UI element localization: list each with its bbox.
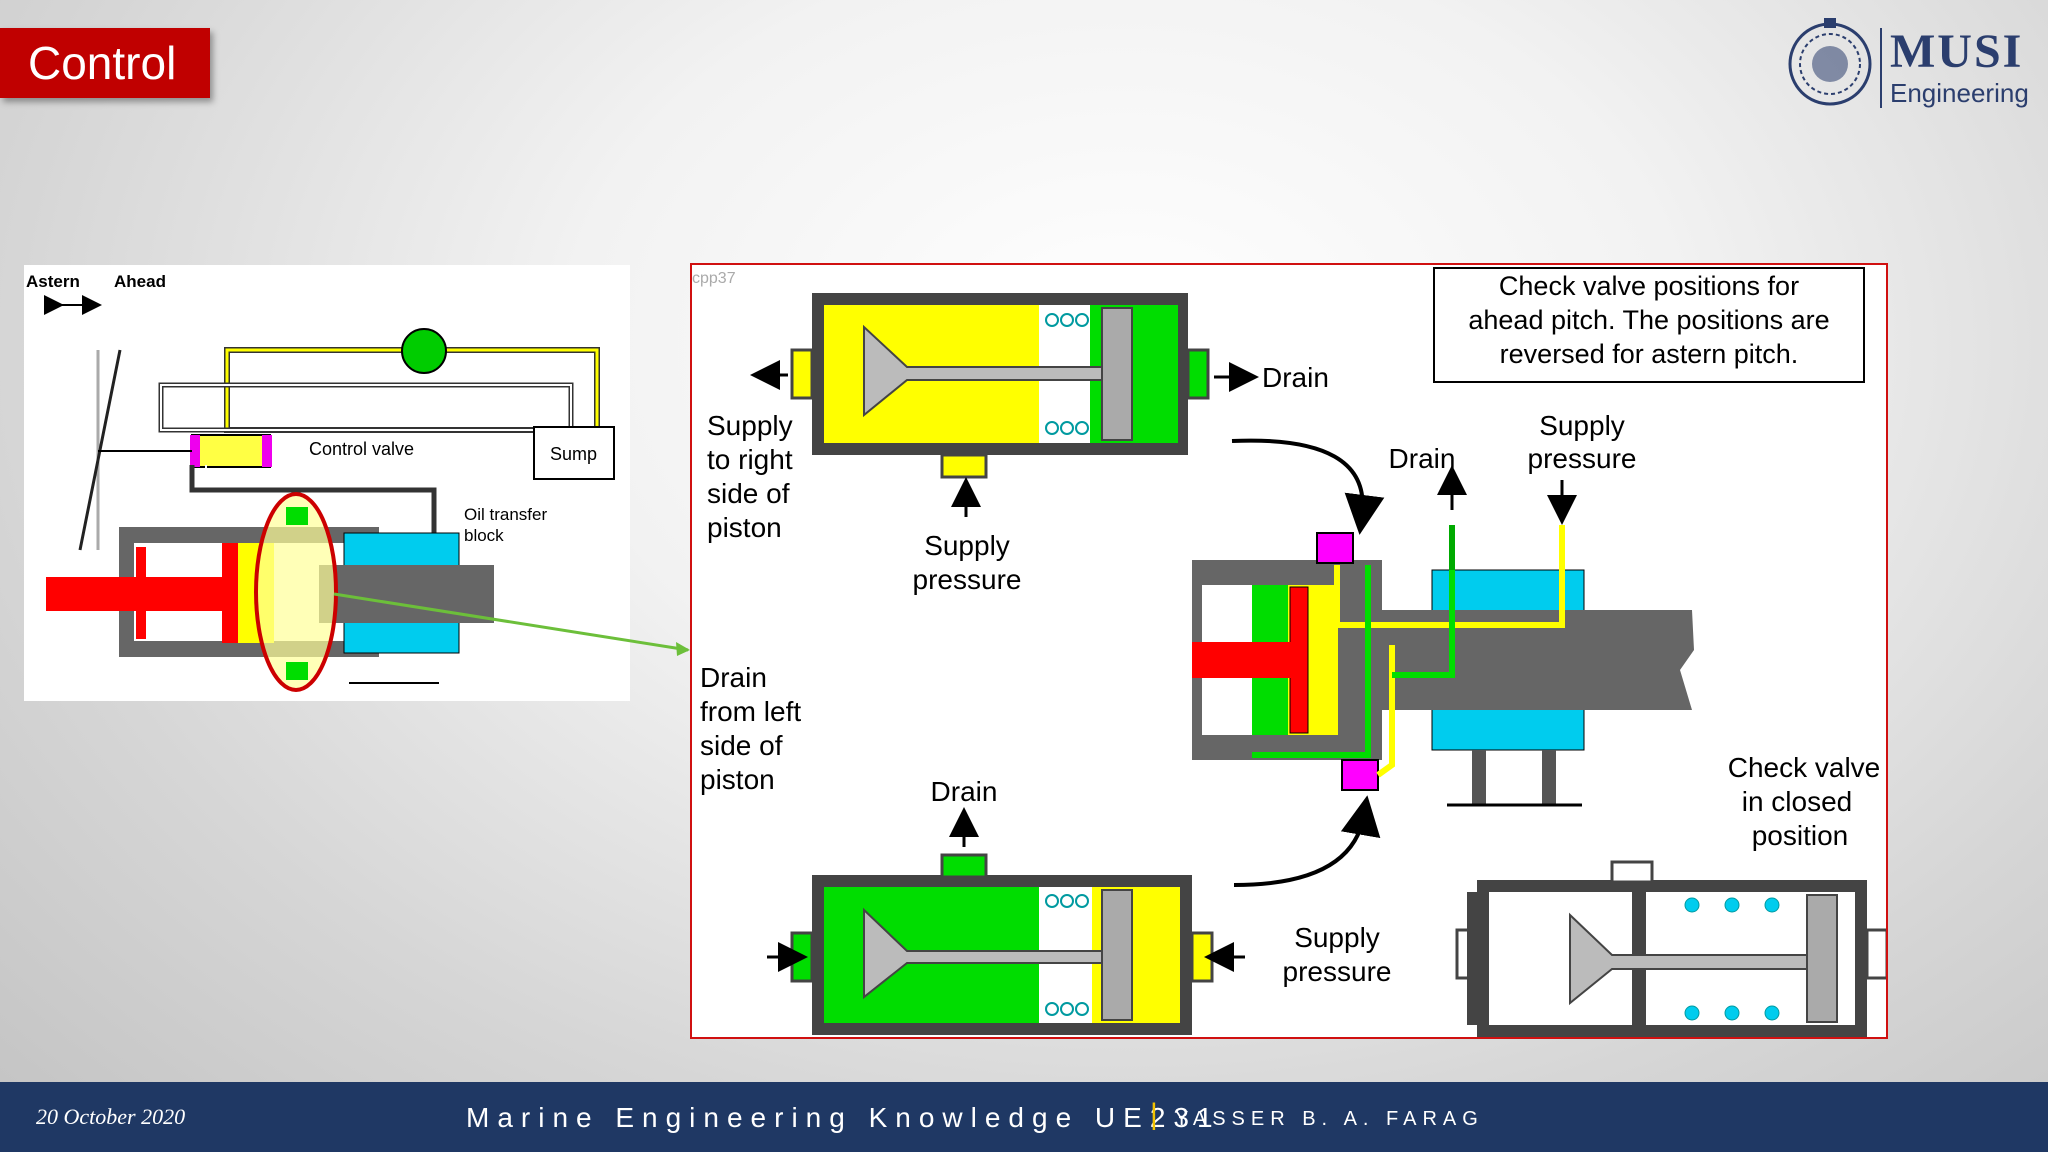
overview-diagram: Astern Ahead Control valve Sump Oil tran… [24,265,630,701]
slide-title: Control [0,28,210,98]
note-line-2: ahead pitch. The positions are [1468,305,1829,335]
footer-author: YASSER B. A. FARAG [1175,1108,1484,1130]
center-drain-label: Drain [1389,443,1456,474]
center-supply-line-1: Supply [1539,410,1625,441]
closed-valve-line-2: in closed [1742,786,1853,817]
top-drain-label: Drain [1262,362,1329,393]
top-left-line-4: piston [707,512,782,543]
center-piston-assembly [1192,525,1694,807]
top-left-line-3: side of [707,478,790,509]
note-line-3: reversed for astern pitch. [1500,339,1799,369]
bottom-left-line-2: from left [700,696,801,727]
logo-divider [1880,28,1882,108]
bottom-left-line-1: Drain [700,662,767,693]
bottom-left-line-3: side of [700,730,783,761]
top-supply-line-2: pressure [913,564,1022,595]
note-line-1: Check valve positions for [1499,271,1799,301]
top-check-valve [790,293,1210,479]
footer-course: Marine Engineering Knowledge UE231 [466,1102,1221,1133]
logo-name: MUSI [1890,25,2024,78]
figure-ref: cpp37 [692,270,736,287]
footer-date: 20 October 2020 [36,1104,186,1129]
top-left-line-2: to right [707,444,793,475]
center-supply-line-2: pressure [1528,443,1637,474]
top-supply-line-1: Supply [924,530,1010,561]
astern-label: Astern [26,272,80,291]
sump-label: Sump [550,444,597,464]
oil-transfer-label-2: block [464,526,504,545]
footer-bar: 20 October 2020 Marine Engineering Knowl… [0,1082,2048,1152]
footer-separator: | [1150,1098,1158,1131]
university-seal-icon [1788,18,1872,106]
bottom-supply-line-1: Supply [1294,922,1380,953]
closed-valve-line-3: position [1752,820,1849,851]
bottom-drain-label: Drain [931,776,998,807]
musi-logo: MUSI Engineering [1780,12,2030,112]
oil-transfer-label-1: Oil transfer [464,505,547,524]
ahead-label: Ahead [114,272,166,291]
control-valve-label: Control valve [309,439,414,459]
bottom-supply-line-2: pressure [1283,956,1392,987]
closed-check-valve [1455,860,1889,1037]
logo-subtitle: Engineering [1890,78,2029,108]
check-valve-diagram: cpp37 Check valve positions for ahead pi… [690,263,1889,1039]
bottom-check-valve [790,853,1214,1035]
closed-valve-line-1: Check valve [1728,752,1881,783]
top-left-line-1: Supply [707,410,793,441]
bottom-left-line-4: piston [700,764,775,795]
